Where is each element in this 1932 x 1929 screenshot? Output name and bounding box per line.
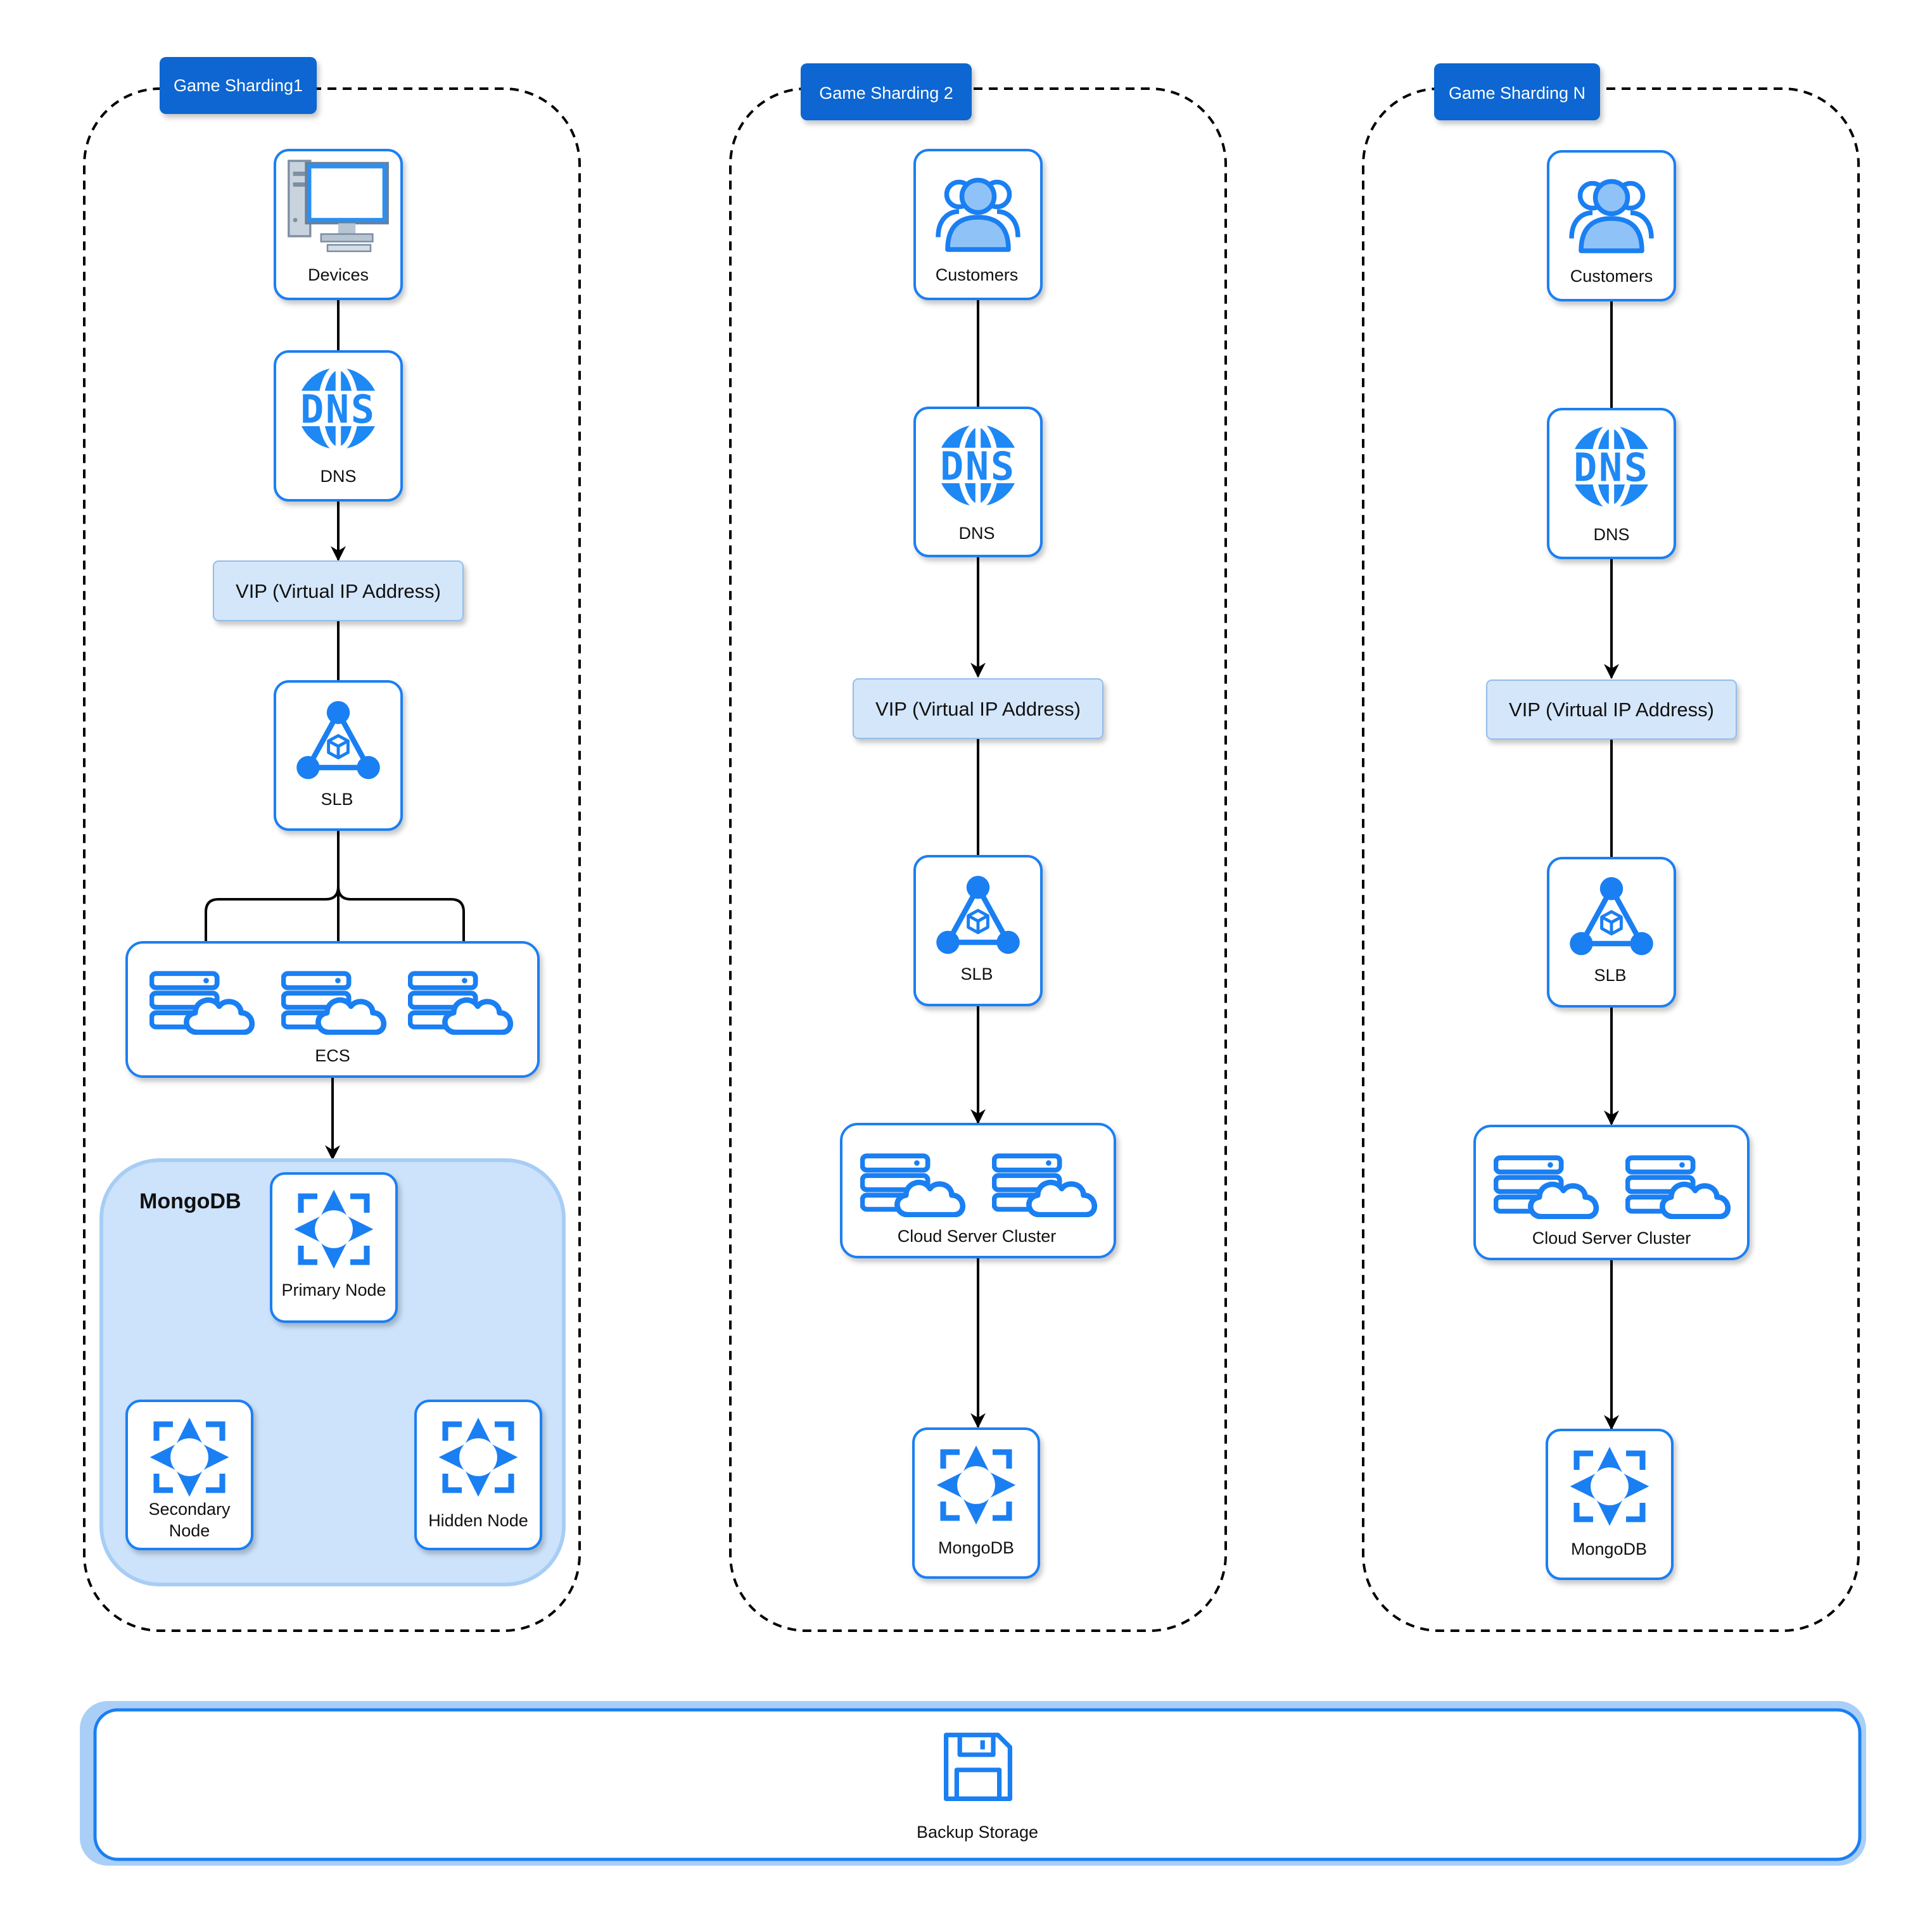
shard-3-tab — [1434, 63, 1600, 120]
vip-label-3: VIP (Virtual IP Address) — [1509, 699, 1714, 721]
cloud-server-cluster-label-2: Cloud Server Cluster — [898, 1227, 1057, 1246]
mongodb-label-2: MongoDB — [938, 1538, 1014, 1557]
cloud-server-cluster-label-3: Cloud Server Cluster — [1532, 1229, 1691, 1248]
dns-label-1: DNS — [320, 467, 356, 486]
shard-3-title: Game Sharding N — [1449, 84, 1586, 103]
slb-label-3: SLB — [1594, 966, 1626, 985]
backup-storage-label: Backup Storage — [917, 1823, 1038, 1842]
mongodb-panel-title: MongoDB — [139, 1189, 241, 1213]
shard-1-title: Game Sharding1 — [174, 76, 303, 95]
shard-2-container — [729, 87, 1227, 1632]
vip-node-2[interactable] — [853, 678, 1103, 739]
mongodb-label-3: MongoDB — [1571, 1540, 1647, 1559]
vip-label-2: VIP (Virtual IP Address) — [875, 698, 1081, 720]
devices-label: Devices — [308, 265, 369, 284]
shard-3-container — [1362, 87, 1860, 1632]
dns-label-3: DNS — [1593, 525, 1629, 544]
vip-node-1[interactable] — [213, 560, 464, 621]
customers-label-2: Customers — [936, 265, 1019, 284]
slb-label-1: SLB — [321, 790, 353, 809]
customers-label-3: Customers — [1570, 267, 1653, 286]
vip-label-1: VIP (Virtual IP Address) — [236, 580, 441, 602]
shard-2-title: Game Sharding 2 — [819, 84, 953, 103]
shard-1-tab — [160, 57, 317, 114]
backup-storage-panel[interactable] — [93, 1708, 1862, 1861]
shard-2-tab — [801, 63, 972, 120]
slb-label-2: SLB — [960, 964, 993, 983]
vip-node-3[interactable] — [1486, 680, 1737, 740]
primary-node-label: Primary Node — [281, 1281, 386, 1300]
shard-1-container — [83, 87, 581, 1632]
hidden-node-label: Hidden Node — [428, 1511, 528, 1530]
ecs-label: ECS — [315, 1046, 350, 1065]
dns-label-2: DNS — [958, 524, 995, 543]
